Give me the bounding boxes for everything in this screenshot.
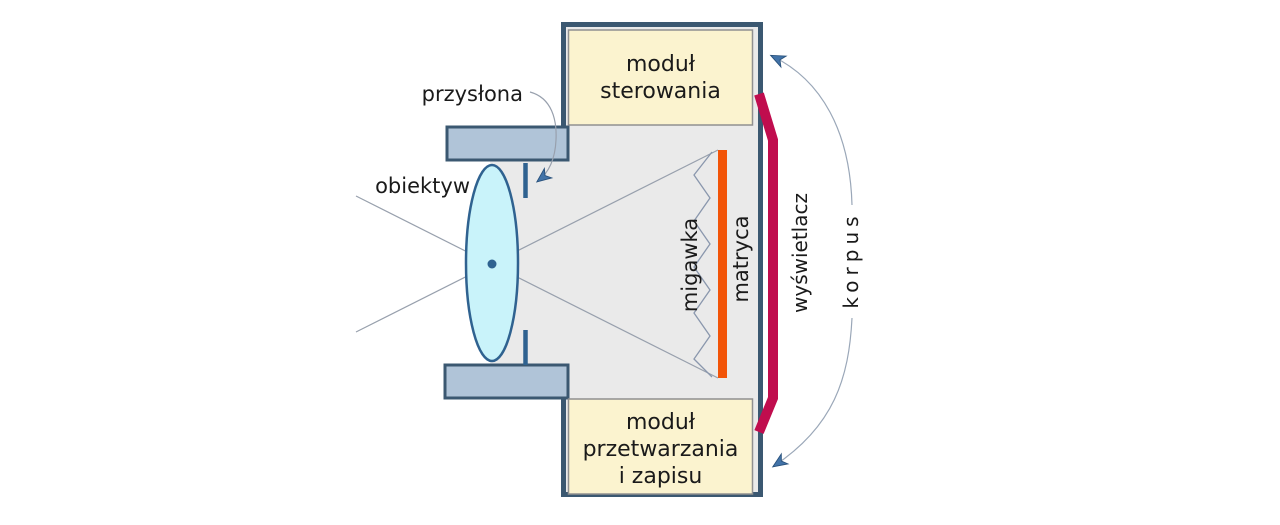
aperture-label: przysłona xyxy=(422,82,523,106)
camera-body-outline xyxy=(561,22,763,497)
lens-label: obiektyw xyxy=(375,174,470,198)
camera-body-interior xyxy=(490,26,758,492)
processing-module-label-line1: moduł xyxy=(626,410,696,435)
aperture-leader-arrow xyxy=(529,91,557,183)
shutter-label: migawka xyxy=(678,218,702,312)
sensor-label: matryca xyxy=(729,215,753,302)
display-label: wyświetlacz xyxy=(788,193,812,313)
control-module-label-line1: moduł xyxy=(626,52,696,77)
control-module-box xyxy=(567,29,754,126)
lens-barrel-bottom xyxy=(443,363,570,400)
lens-barrel-top xyxy=(445,125,570,162)
body-bracket-upper xyxy=(769,54,853,206)
lens-center-dot xyxy=(487,259,497,269)
processing-module-label-line2: przetwarzania xyxy=(583,437,739,462)
shutter-curtain xyxy=(693,151,713,378)
display-bar xyxy=(754,92,778,434)
light-ray-upper xyxy=(355,195,719,379)
body-label: korpus xyxy=(839,211,863,308)
processing-module-box xyxy=(567,398,754,495)
light-ray-lower xyxy=(355,149,719,333)
control-module-label-line2: sterowania xyxy=(600,79,721,104)
processing-module-label-line3: i zapisu xyxy=(619,464,703,489)
body-bracket-lower xyxy=(771,317,853,468)
